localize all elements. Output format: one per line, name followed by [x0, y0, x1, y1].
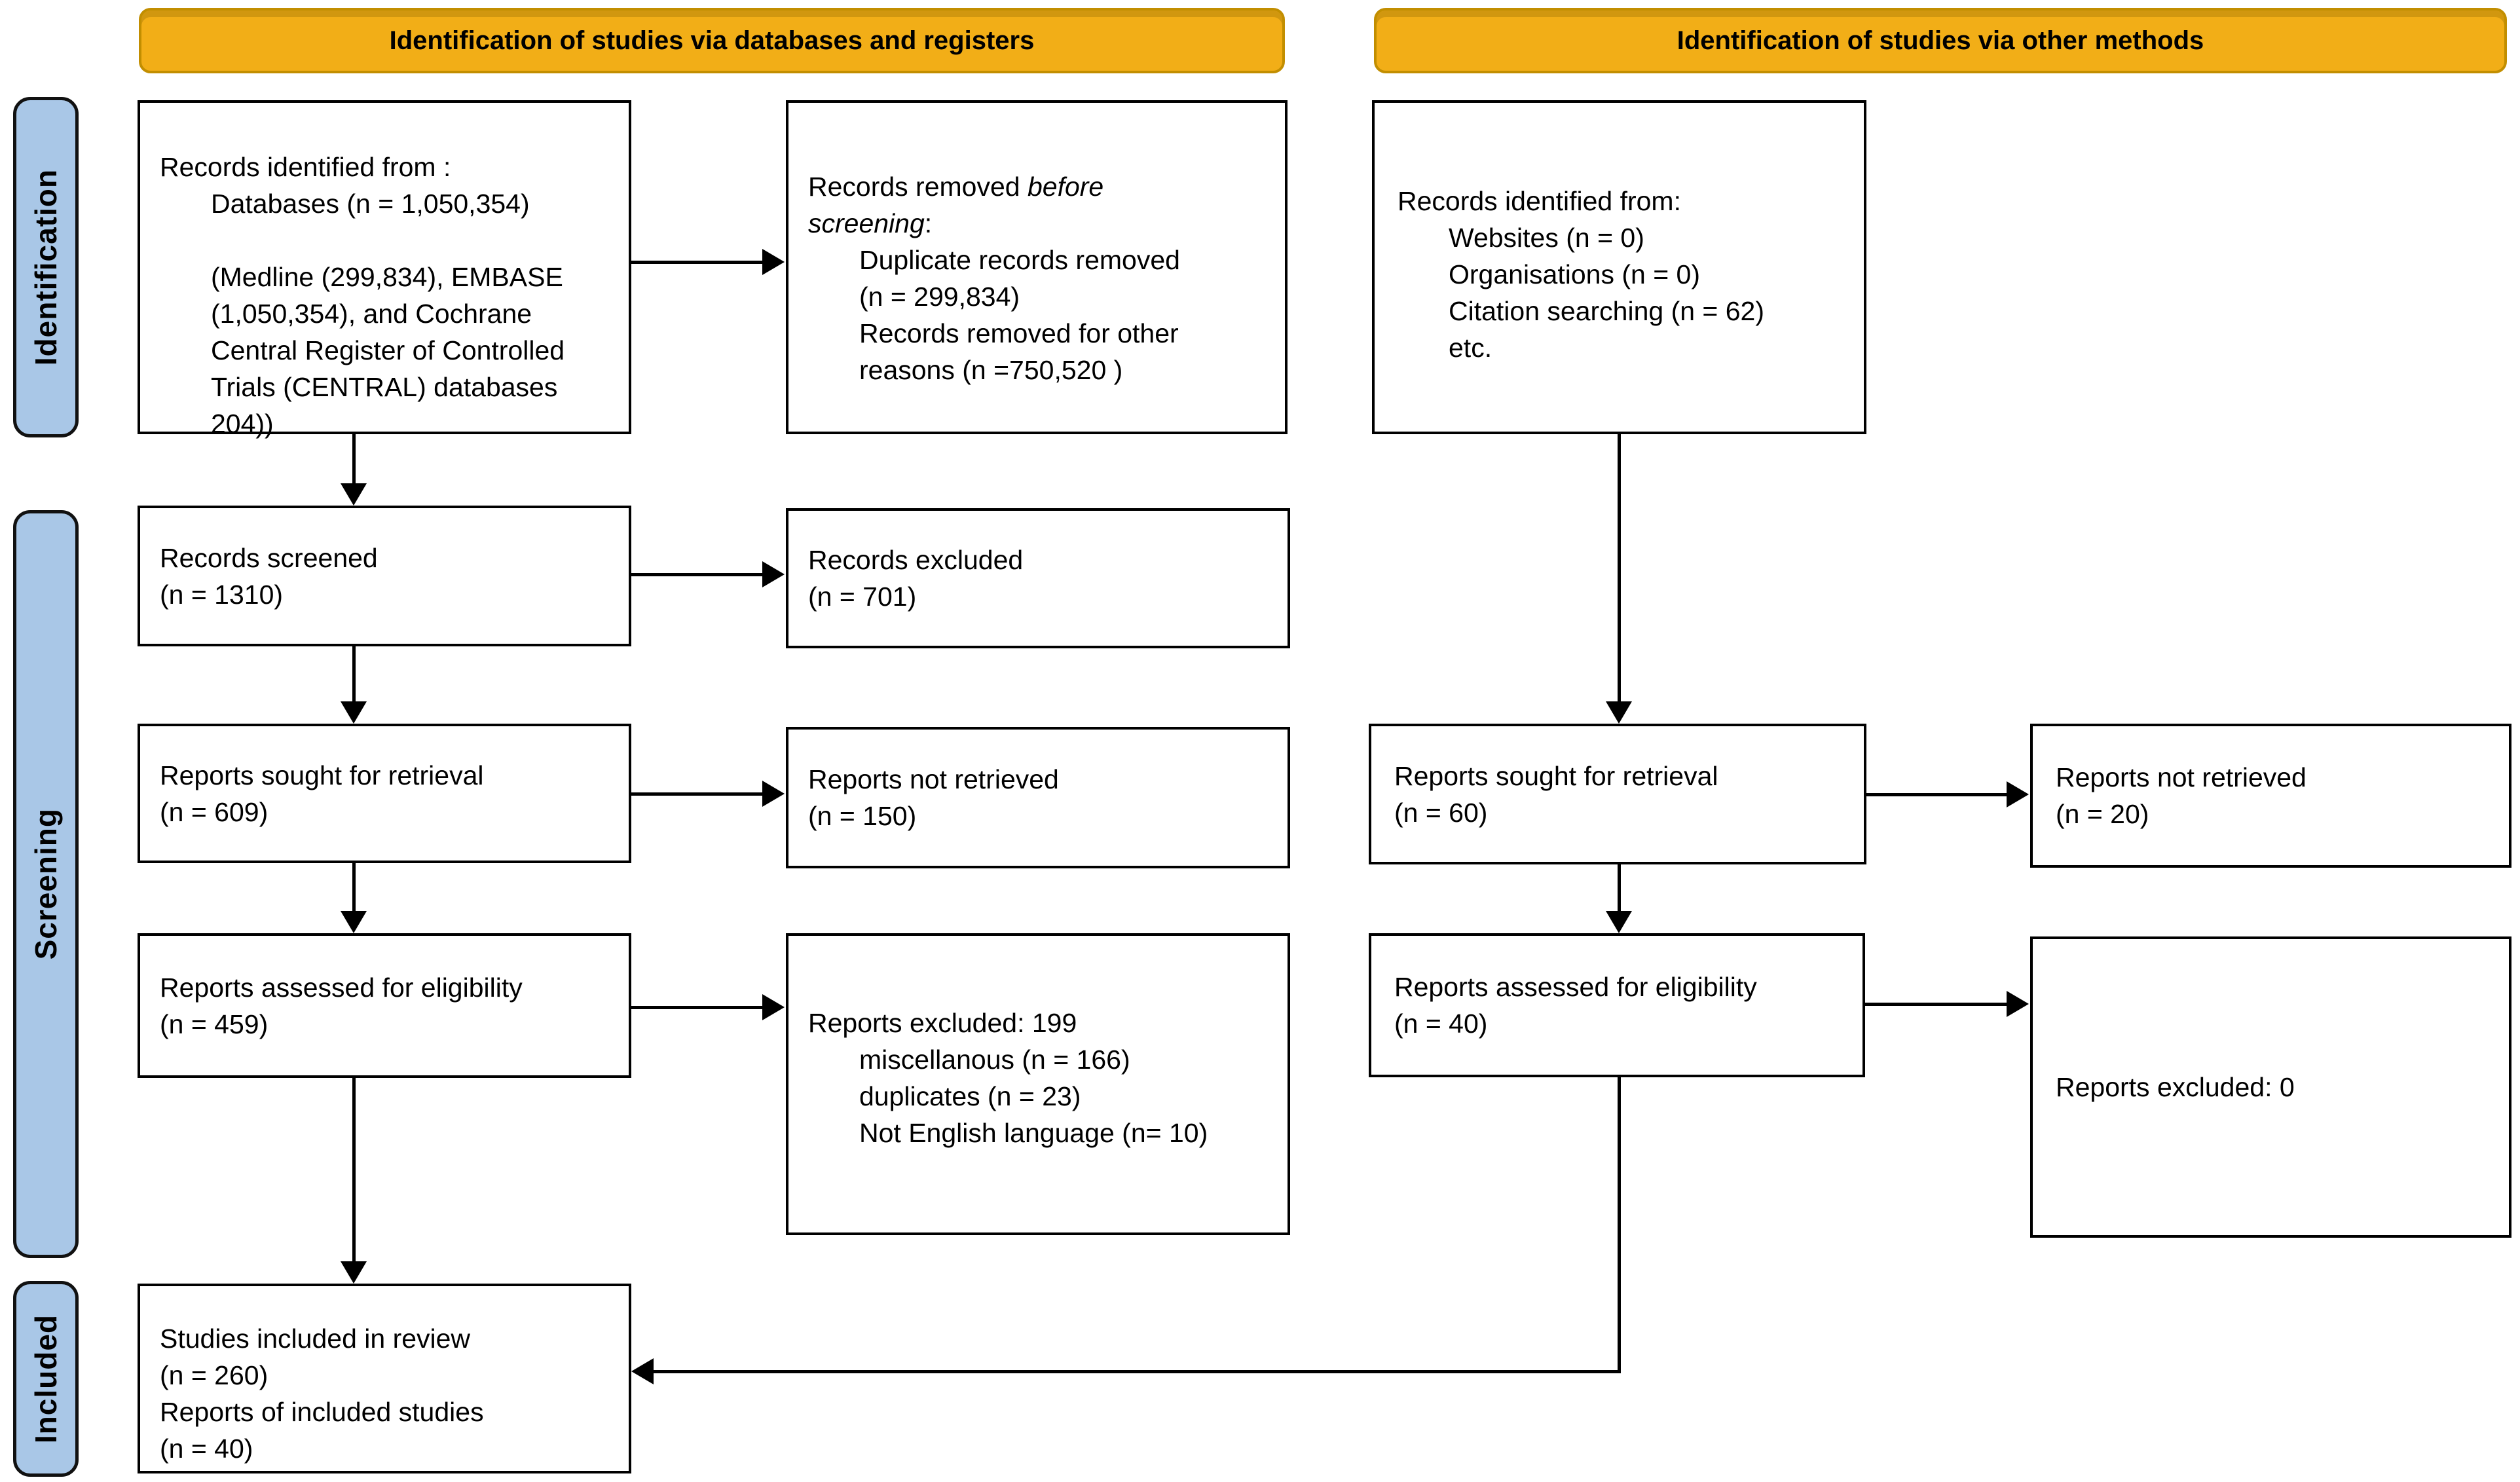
- box-reports-excluded-other: Reports excluded: 0: [2030, 936, 2511, 1238]
- arrow-assessed-to-excluded: [631, 1006, 764, 1009]
- excluded-reason: duplicates (n = 23): [859, 1081, 1081, 1111]
- box-title: Reports not retrieved: [808, 764, 1059, 794]
- box-records-removed-before-screening: Records removed before screening: Duplic…: [786, 100, 1288, 434]
- arrowhead-right-icon: [762, 781, 785, 807]
- box-records-screened: Records screened (n = 1310): [138, 506, 631, 646]
- databases-detail-line: Central Register of Controlled: [211, 335, 565, 365]
- databases-detail-line: (1,050,354), and Cochrane: [211, 299, 532, 329]
- connector-other-assessed-down: [1618, 1077, 1621, 1373]
- box-records-identified-other: Records identified from: Websites (n = 0…: [1372, 100, 1866, 434]
- arrow-identified-to-removed: [631, 261, 764, 264]
- arrowhead-right-icon: [762, 561, 785, 587]
- reports-assessed-count: (n = 459): [160, 1009, 269, 1039]
- banner-other-methods-label: Identification of studies via other meth…: [1677, 26, 2204, 55]
- arrowhead-left-icon: [631, 1358, 654, 1384]
- box-records-excluded: Records excluded (n = 701): [786, 508, 1290, 648]
- box-reports-not-retrieved: Reports not retrieved (n = 150): [786, 727, 1290, 868]
- box-title: Records identified from:: [1398, 186, 1681, 216]
- arrow-other-sought-to-not-retrieved: [1866, 793, 2008, 796]
- reports-not-retrieved-count: (n = 150): [808, 801, 917, 831]
- records-excluded-count: (n = 701): [808, 582, 917, 612]
- databases-detail-line: 204)): [211, 409, 274, 439]
- box-title: Reports assessed for eligibility: [1394, 972, 1757, 1002]
- box-title: Records identified from :: [160, 152, 451, 182]
- arrow-sought-to-not-retrieved: [631, 792, 764, 796]
- databases-count: Databases (n = 1,050,354): [211, 189, 530, 219]
- reports-included-count: (n = 40): [160, 1434, 253, 1464]
- reports-included-label: Reports of included studies: [160, 1397, 484, 1427]
- arrowhead-down-icon: [1606, 911, 1632, 933]
- arrow-identified-to-screened: [352, 434, 356, 483]
- box-records-identified-databases: Records identified from : Databases (n =…: [138, 100, 631, 439]
- stage-identification-label: Identification: [29, 168, 63, 366]
- connector-other-to-included: [654, 1370, 1621, 1373]
- arrow-other-assessed-to-excluded: [1865, 1003, 2008, 1006]
- arrowhead-right-icon: [2007, 991, 2029, 1017]
- excluded-reason: miscellanous (n = 166): [859, 1045, 1130, 1075]
- databases-detail-line: Trials (CENTRAL) databases: [211, 372, 558, 402]
- box-reports-sought-retrieval-other: Reports sought for retrieval (n = 60): [1369, 724, 1866, 864]
- reports-assessed-other-count: (n = 40): [1394, 1009, 1488, 1039]
- box-title: Reports sought for retrieval: [160, 760, 484, 790]
- banner-other-methods: Identification of studies via other meth…: [1374, 8, 2507, 73]
- databases-detail-line: (Medline (299,834), EMBASE: [211, 262, 563, 292]
- banner-databases-registers: Identification of studies via databases …: [139, 8, 1285, 73]
- stage-identification: Identification: [13, 97, 79, 437]
- reports-not-retrieved-other-count: (n = 20): [2056, 799, 2149, 829]
- box-title: Reports not retrieved: [2056, 762, 2307, 792]
- box-title: Reports excluded: 0: [2056, 1072, 2295, 1102]
- box-reports-not-retrieved-other: Reports not retrieved (n = 20): [2030, 724, 2511, 868]
- box-reports-assessed-eligibility-other: Reports assessed for eligibility (n = 40…: [1369, 933, 1865, 1077]
- arrowhead-right-icon: [2007, 781, 2029, 807]
- records-screened-count: (n = 1310): [160, 579, 284, 610]
- arrow-screened-to-sought: [352, 646, 356, 701]
- box-title: Records screened: [160, 542, 378, 573]
- arrow-other-sought-to-assessed: [1618, 864, 1621, 911]
- reports-sought-other-count: (n = 60): [1394, 797, 1488, 828]
- arrowhead-down-icon: [341, 483, 367, 506]
- box-title: Studies included in review: [160, 1324, 471, 1354]
- arrowhead-down-icon: [1606, 701, 1632, 724]
- arrow-other-identified-to-sought: [1618, 434, 1621, 701]
- box-title: Reports sought for retrieval: [1394, 760, 1718, 791]
- arrow-screened-to-excluded: [631, 573, 764, 576]
- excluded-reason: Not English language (n= 10): [859, 1118, 1208, 1148]
- arrowhead-right-icon: [762, 249, 785, 275]
- box-title: Reports excluded: 199: [808, 1008, 1077, 1038]
- arrowhead-down-icon: [341, 911, 367, 933]
- arrowhead-down-icon: [341, 1261, 367, 1284]
- other-source: Organisations (n = 0): [1449, 259, 1700, 289]
- other-removed: Records removed for other: [859, 318, 1179, 348]
- other-source: etc.: [1449, 333, 1492, 363]
- duplicates-removed: Duplicate records removed: [859, 245, 1180, 275]
- other-source: Citation searching (n = 62): [1449, 296, 1765, 326]
- duplicates-removed-count: (n = 299,834): [859, 282, 1020, 312]
- studies-included-count: (n = 260): [160, 1360, 269, 1390]
- box-title: Records removed before: [808, 172, 1104, 202]
- reports-sought-count: (n = 609): [160, 796, 269, 827]
- stage-included-label: Included: [29, 1314, 63, 1444]
- arrow-assessed-to-included: [352, 1078, 356, 1261]
- arrowhead-down-icon: [341, 701, 367, 724]
- box-reports-sought-retrieval: Reports sought for retrieval (n = 609): [138, 724, 631, 863]
- arrow-sought-to-assessed: [352, 863, 356, 911]
- box-reports-assessed-eligibility: Reports assessed for eligibility (n = 45…: [138, 933, 631, 1078]
- stage-screening-label: Screening: [29, 808, 63, 960]
- stage-screening: Screening: [13, 510, 79, 1258]
- arrowhead-right-icon: [762, 994, 785, 1020]
- other-removed-count: reasons (n =750,520 ): [859, 355, 1123, 385]
- box-title: Records excluded: [808, 545, 1024, 575]
- stage-included: Included: [13, 1281, 79, 1477]
- box-title-line2: screening:: [808, 208, 933, 238]
- box-studies-included: Studies included in review (n = 260) Rep…: [138, 1284, 631, 1473]
- box-reports-excluded-reasons: Reports excluded: 199 miscellanous (n = …: [786, 933, 1290, 1235]
- box-title: Reports assessed for eligibility: [160, 972, 523, 1003]
- other-source: Websites (n = 0): [1449, 223, 1644, 253]
- banner-databases-registers-label: Identification of studies via databases …: [389, 26, 1035, 55]
